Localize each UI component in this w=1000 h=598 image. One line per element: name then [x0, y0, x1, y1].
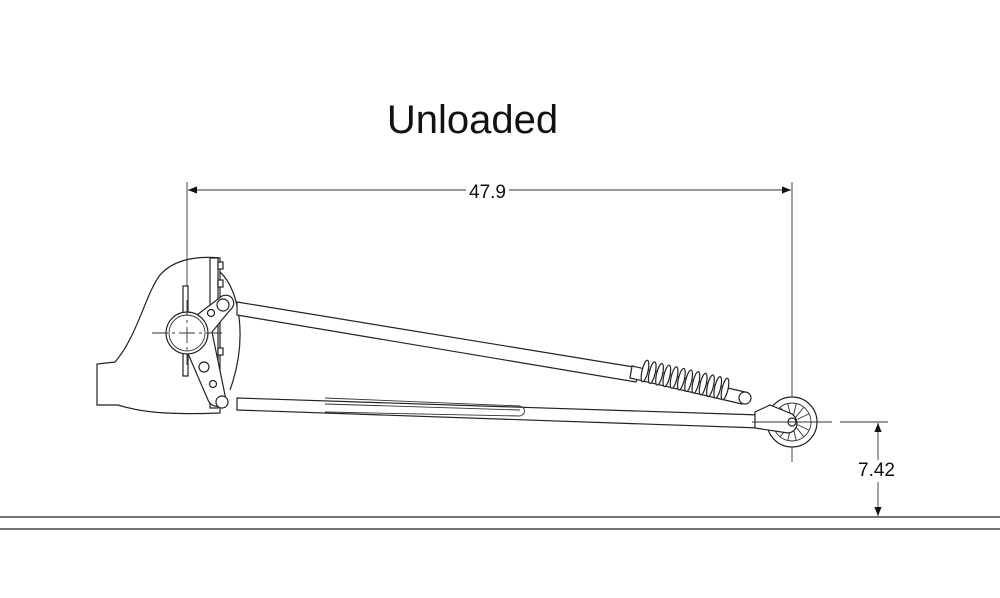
wheel-fork — [754, 404, 798, 434]
spring-coil — [655, 362, 664, 386]
lower-arm-slot-outline — [324, 397, 525, 417]
bolt-head — [217, 261, 224, 270]
spring-coil — [706, 374, 715, 398]
rear-bracket — [219, 271, 241, 391]
plate-hole — [208, 379, 218, 389]
wheel-spoke — [797, 424, 810, 431]
shock-spring — [640, 359, 730, 401]
plate-hole — [198, 361, 210, 373]
spring-coil — [640, 359, 650, 383]
plate-hole — [206, 308, 216, 318]
dimension-height-label: 7.42 — [855, 460, 898, 482]
spring-coil — [691, 371, 701, 394]
wheel-spoke — [797, 413, 810, 420]
pivot-upper — [216, 298, 230, 312]
shock-mount — [738, 391, 752, 405]
spring-coil — [647, 361, 657, 384]
upper-control-arm — [236, 301, 641, 383]
spring-coil — [720, 377, 730, 401]
wheel-spoke — [795, 406, 805, 418]
lower-control-arm — [236, 397, 761, 429]
pivot-lower — [215, 395, 229, 409]
spring-coil — [698, 372, 708, 396]
spring-coil — [684, 369, 694, 393]
wheel-spoke — [792, 403, 797, 417]
spring-coil — [662, 364, 672, 388]
bolt-head — [217, 279, 224, 288]
drawing-title: Unloaded — [386, 98, 559, 142]
spring-coil — [676, 367, 686, 391]
spring-coil — [713, 376, 723, 399]
bolt-head — [217, 347, 224, 356]
chassis-body — [96, 256, 221, 415]
dimension-span-label: 47.9 — [466, 182, 509, 204]
spring-coil — [669, 366, 679, 389]
lower-arm-slot — [324, 403, 521, 411]
wheel-spoke — [795, 426, 805, 438]
